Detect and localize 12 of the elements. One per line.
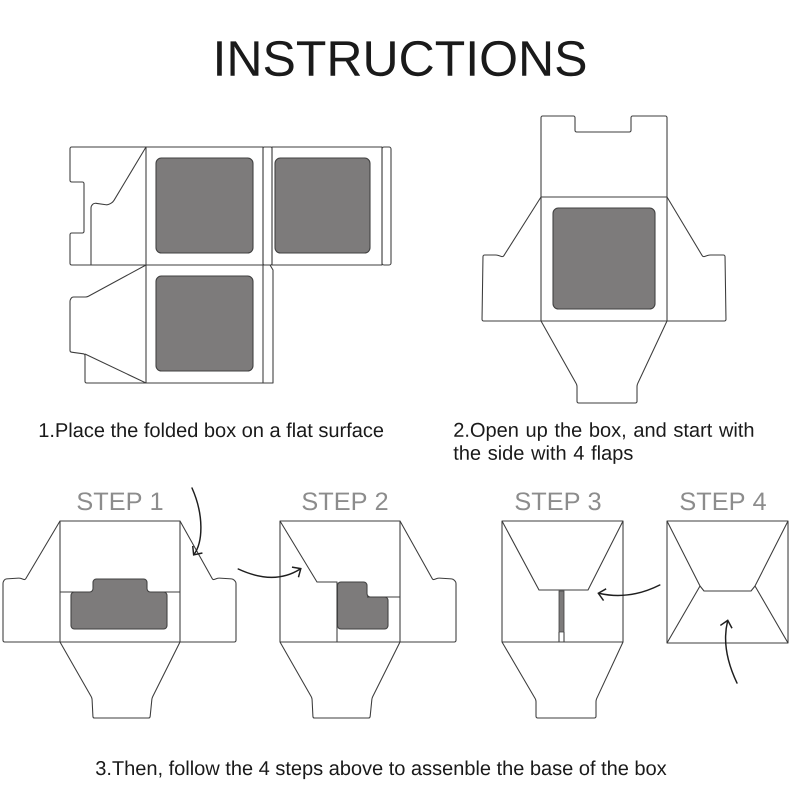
box-net-drawing — [482, 115, 727, 404]
instruction-text: 2.Open up the box, and start with the side with 4 flaps — [454, 422, 754, 464]
curved-arrow — [191, 487, 203, 556]
box-net-drawing — [69, 146, 392, 384]
instruction-text: 1.Place the folded box on a flat surface — [40, 422, 384, 438]
step-heading: STEP 4 — [680, 492, 766, 510]
step-heading: STEP 2 — [302, 492, 388, 510]
step-heading: STEP 3 — [516, 492, 600, 510]
title: INSTRUCTIONS — [217, 40, 586, 76]
instruction-text: 3.Then, follow the 4 steps above to assenble the base of the box — [96, 760, 666, 780]
curved-arrow — [720, 619, 738, 684]
step-heading: STEP 1 — [78, 492, 162, 510]
